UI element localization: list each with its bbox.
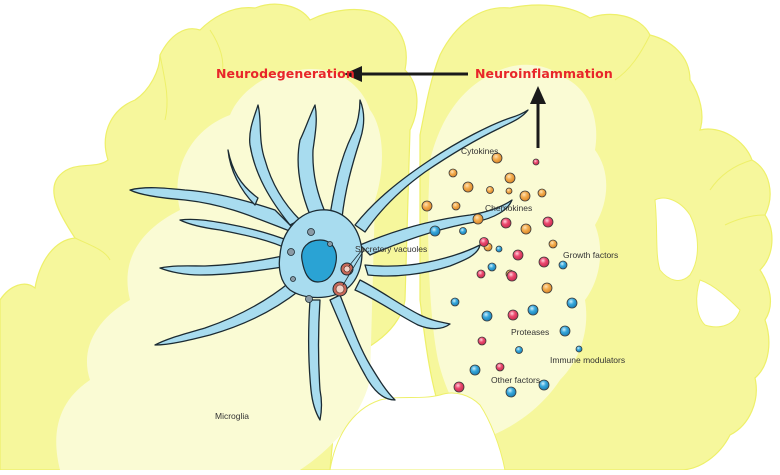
neurodegeneration-title: Neurodegeneration xyxy=(216,66,355,81)
orange-particle xyxy=(505,187,513,195)
red-particle xyxy=(495,362,505,372)
red-particle xyxy=(476,269,486,279)
orange-particle xyxy=(537,188,547,198)
orange-particle xyxy=(541,282,553,294)
orange-particle xyxy=(504,172,516,184)
red-particle xyxy=(500,217,512,229)
orange-particle xyxy=(548,239,558,249)
red-particle xyxy=(479,237,489,247)
blue-particle xyxy=(450,297,460,307)
blue-particle xyxy=(566,297,578,309)
orange-particle xyxy=(462,181,474,193)
orange-particle xyxy=(486,186,494,194)
orange-particle xyxy=(520,223,532,235)
blue-particle xyxy=(429,225,441,237)
blue-particle xyxy=(459,227,467,235)
chemokines-label: Chemokines xyxy=(485,203,533,213)
arrow-inflammation-to-degeneration xyxy=(344,66,468,82)
blue-particle xyxy=(469,364,481,376)
orange-particle xyxy=(421,200,433,212)
microglia-cell xyxy=(129,99,529,421)
red-particle xyxy=(453,381,465,393)
red-particle xyxy=(538,256,550,268)
growth-factors-label: Growth factors xyxy=(563,250,619,260)
red-particle xyxy=(532,158,540,166)
orange-particle xyxy=(491,152,503,164)
orange-particle xyxy=(451,201,461,211)
blue-particle xyxy=(481,310,493,322)
secretory-vacuoles xyxy=(332,249,365,297)
red-particle xyxy=(512,249,524,261)
blue-particle xyxy=(515,346,523,354)
red-particle xyxy=(506,270,518,282)
blue-particle xyxy=(538,379,550,391)
red-particle xyxy=(507,309,519,321)
neuroinflammation-title: Neuroinflammation xyxy=(475,66,613,81)
blue-particle xyxy=(505,386,517,398)
red-particle xyxy=(477,336,487,346)
microglia-label: Microglia xyxy=(215,411,250,421)
orange-particle xyxy=(448,168,458,178)
blue-particle xyxy=(575,345,583,353)
other-factors-label: Other factors xyxy=(491,375,541,385)
nucleus xyxy=(301,239,337,283)
red-particle xyxy=(542,216,554,228)
organelles xyxy=(287,228,333,303)
immune-modulators-label: Immune modulators xyxy=(550,355,626,365)
cytokines-label: Cytokines xyxy=(461,146,499,156)
proteases-label: Proteases xyxy=(511,327,550,337)
blue-particle xyxy=(527,304,539,316)
orange-particle xyxy=(519,190,531,202)
orange-particle xyxy=(472,213,484,225)
arrow-factors-to-inflammation xyxy=(530,86,546,148)
blue-particle xyxy=(495,245,503,253)
secretory-vacuoles-label: Secretory vacuoles xyxy=(355,244,428,254)
blue-particle xyxy=(487,262,497,272)
secreted-particles xyxy=(421,152,583,398)
blue-particle xyxy=(559,325,571,337)
hemisphere-gap xyxy=(329,392,506,471)
blue-particle xyxy=(558,260,568,270)
